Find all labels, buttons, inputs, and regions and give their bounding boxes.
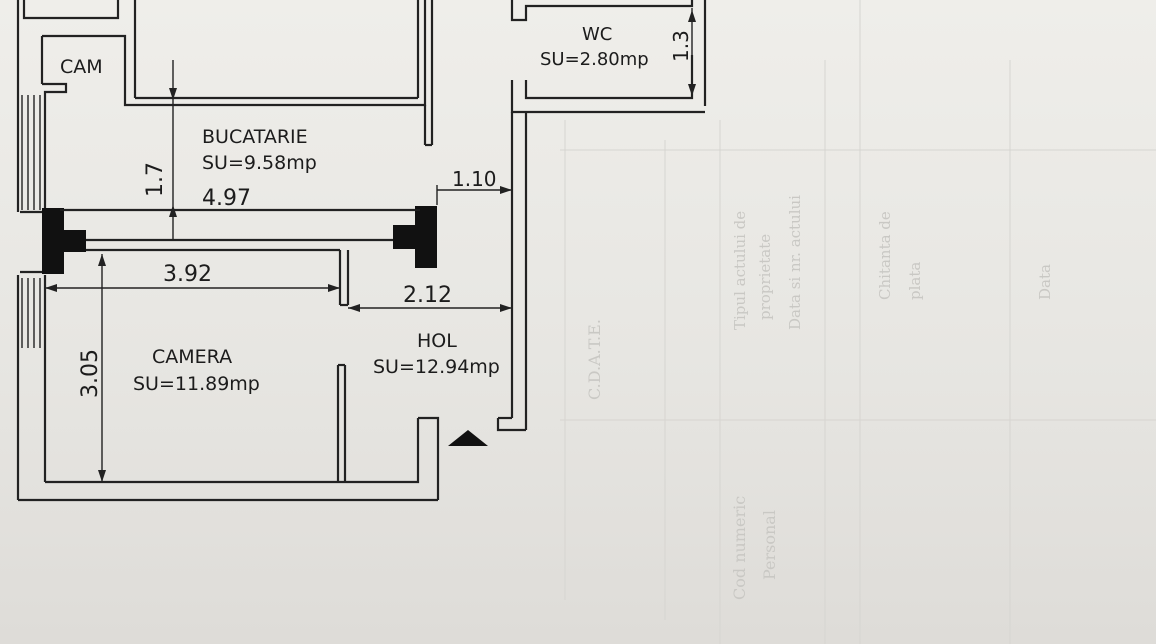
background-table: C.D.A.T.E. Tipul actului de proprietate … bbox=[560, 0, 1156, 644]
bg-text-1: C.D.A.T.E. bbox=[585, 319, 604, 400]
bg-text-2: Tipul actului de bbox=[731, 211, 749, 330]
room-wc-label: WC bbox=[582, 24, 612, 45]
bg-text-9: Data bbox=[1036, 264, 1054, 300]
walls bbox=[16, 0, 707, 502]
dimension-1-10: 1.10 bbox=[452, 167, 497, 191]
room-bucatarie-area: SU=9.58mp bbox=[202, 152, 317, 174]
dimension-1-7: 1.7 bbox=[143, 162, 168, 197]
bg-text-5: Cod numeric bbox=[730, 496, 749, 600]
room-camera-area: SU=11.89mp bbox=[133, 373, 260, 395]
entrance-marker bbox=[448, 430, 488, 446]
room-camera-label: CAMERA bbox=[152, 346, 232, 368]
dimension-lines bbox=[45, 8, 696, 482]
room-bucatarie-label: BUCATARIE bbox=[202, 126, 308, 148]
dimension-2-12: 2.12 bbox=[403, 283, 452, 308]
bg-text-4: Data si nr. actului bbox=[786, 195, 804, 330]
dimension-4-97: 4.97 bbox=[202, 186, 251, 211]
dimension-3-05: 3.05 bbox=[78, 349, 103, 398]
bg-text-7: Chitanta de bbox=[876, 211, 894, 300]
bg-text-6: Personal bbox=[760, 510, 779, 580]
room-hol-area: SU=12.94mp bbox=[373, 356, 500, 378]
room-cam-label: CAM bbox=[60, 56, 103, 78]
room-wc-area: SU=2.80mp bbox=[540, 49, 649, 70]
dimension-1-3: 1.3 bbox=[669, 30, 693, 62]
room-hol-label: HOL bbox=[417, 330, 457, 352]
bg-text-8: plata bbox=[906, 262, 924, 300]
dimension-3-92: 3.92 bbox=[163, 262, 212, 287]
bg-text-3: proprietate bbox=[756, 234, 774, 320]
